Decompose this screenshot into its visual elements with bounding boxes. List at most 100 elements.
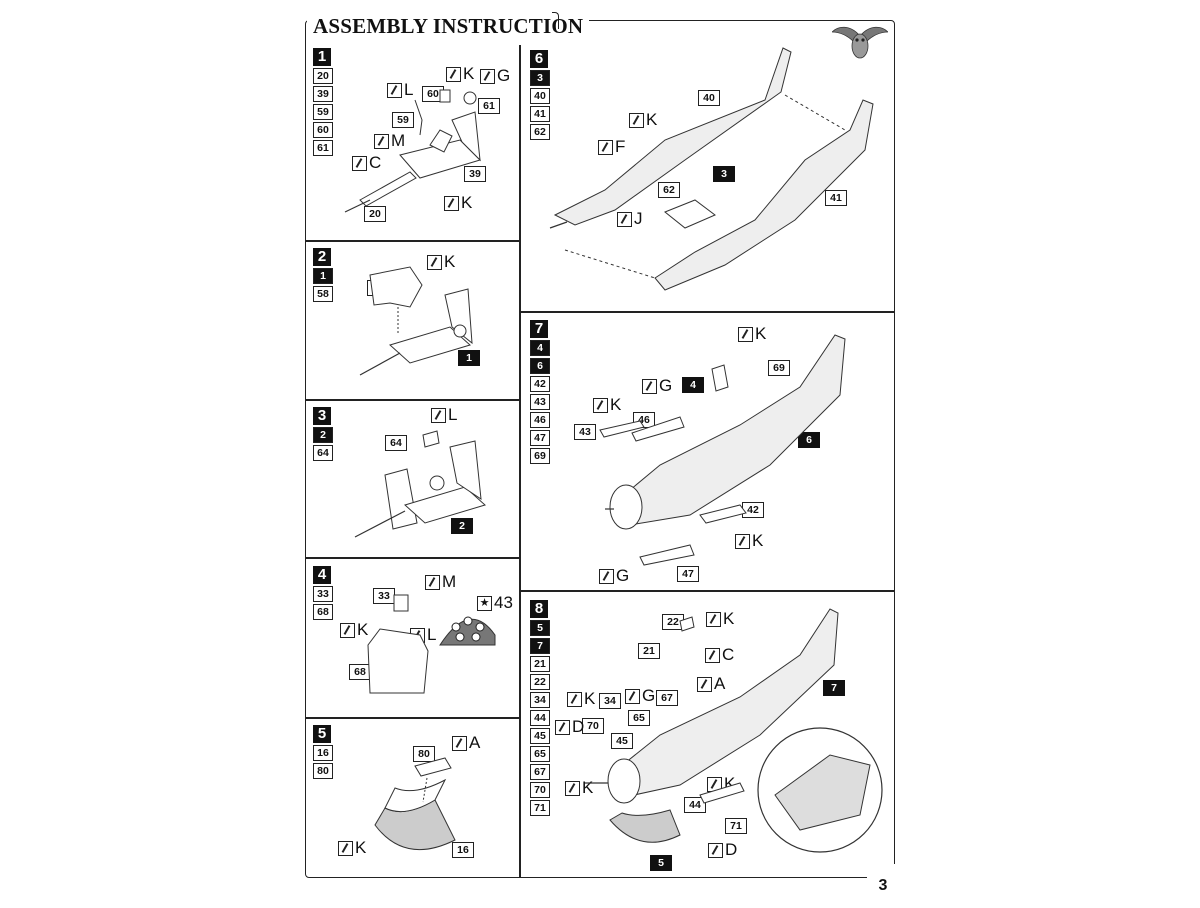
part-number-callout: 43 xyxy=(574,424,596,440)
part-number-callout: 59 xyxy=(392,112,414,128)
part-number-callout: 4 xyxy=(682,377,704,393)
owl-logo xyxy=(832,26,888,59)
step-1-ref: 61 xyxy=(313,140,333,156)
step-3-number: 3 xyxy=(313,407,331,425)
paint-callout: K xyxy=(427,252,455,272)
step-3-column: 3 2 64 xyxy=(313,407,333,461)
part-number-callout: 62 xyxy=(658,182,680,198)
step-4-ref: 68 xyxy=(313,604,333,620)
paint-callout: G xyxy=(599,566,629,586)
step-8-ref: 65 xyxy=(530,746,550,762)
step-3-ref: 64 xyxy=(313,445,333,461)
paint-code: J xyxy=(634,209,643,228)
brush-icon xyxy=(625,688,640,704)
step-4-number: 4 xyxy=(313,566,331,584)
step-2-ref: 1 xyxy=(313,268,333,284)
step-7-ref: 4 xyxy=(530,340,550,356)
step-7-ref: 69 xyxy=(530,448,550,464)
step-1-ref: 20 xyxy=(313,68,333,84)
part-number-callout: 41 xyxy=(825,190,847,206)
paint-code: K xyxy=(582,778,594,797)
part-number-callout: 7 xyxy=(823,680,845,696)
step-8-ref: 71 xyxy=(530,800,550,816)
brush-icon xyxy=(697,676,712,692)
step-1-drawing xyxy=(340,60,515,220)
part-number-callout: 1 xyxy=(458,350,480,366)
paint-code: K xyxy=(463,64,475,83)
decal-number: 43 xyxy=(494,593,513,612)
paint-callout: G xyxy=(642,376,672,396)
paint-callout: A xyxy=(452,733,480,753)
part-number-callout: 6 xyxy=(798,432,820,448)
part-number-callout: 40 xyxy=(698,90,720,106)
paint-code: C xyxy=(722,645,735,664)
step-4-column: 4 33 68 xyxy=(313,566,333,620)
paint-code: K xyxy=(461,193,473,212)
paint-code: L xyxy=(427,625,437,644)
step-1-ref: 60 xyxy=(313,122,333,138)
step-8-ref: 45 xyxy=(530,728,550,744)
step-3-ref: 2 xyxy=(313,427,333,443)
paint-code: C xyxy=(369,153,382,172)
step-7-ref: 47 xyxy=(530,430,550,446)
step-2-ref: 58 xyxy=(313,286,333,302)
brush-icon xyxy=(567,691,582,707)
paint-code: G xyxy=(642,686,656,705)
step-7-ref: 43 xyxy=(530,394,550,410)
column-divider xyxy=(519,45,521,877)
paint-callout: L xyxy=(431,405,457,425)
step-8-ref: 22 xyxy=(530,674,550,690)
paint-code: K xyxy=(723,609,735,628)
paint-code: K xyxy=(357,620,369,639)
part-number-callout: 64 xyxy=(385,435,407,451)
paint-code: M xyxy=(391,131,406,150)
brush-icon xyxy=(593,397,608,413)
step-8-ref: 34 xyxy=(530,692,550,708)
paint-callout: M xyxy=(425,572,456,592)
paint-code: D xyxy=(725,840,738,859)
brush-icon xyxy=(565,780,580,796)
paint-code: G xyxy=(616,566,630,585)
part-number-callout: 70 xyxy=(582,718,604,734)
part-number-callout: 67 xyxy=(656,690,678,706)
paint-callout: J xyxy=(617,209,643,229)
paint-callout: L xyxy=(387,80,413,100)
paint-callout: G xyxy=(480,66,510,86)
step-1-ref: 39 xyxy=(313,86,333,102)
paint-code: L xyxy=(448,405,458,424)
step-6-ref: 41 xyxy=(530,106,550,122)
part-number-callout: 5 xyxy=(650,855,672,871)
step-8-number: 8 xyxy=(530,600,548,618)
paint-callout: D xyxy=(708,840,737,860)
step-4-drawing xyxy=(360,585,515,705)
step-4-ref: 33 xyxy=(313,586,333,602)
paint-code: L xyxy=(404,80,414,99)
part-number-callout: 61 xyxy=(478,98,500,114)
brush-icon xyxy=(444,195,459,211)
step-6-ref: 62 xyxy=(530,124,550,140)
part-number-callout: 71 xyxy=(725,818,747,834)
step-2-drawing xyxy=(350,265,510,385)
paint-code: K xyxy=(584,689,596,708)
step-5-drawing xyxy=(365,740,515,865)
part-number-callout: 16 xyxy=(452,842,474,858)
divider-2-3 xyxy=(306,399,520,401)
paint-code: A xyxy=(714,674,726,693)
paint-callout: K xyxy=(593,395,621,415)
step-1-ref: 59 xyxy=(313,104,333,120)
brush-icon xyxy=(642,378,657,394)
step-5-ref: 80 xyxy=(313,763,333,779)
step-7-number: 7 xyxy=(530,320,548,338)
paint-code: K xyxy=(444,252,456,271)
step-8-drawing xyxy=(580,605,885,855)
paint-callout: D xyxy=(555,717,584,737)
brush-icon xyxy=(387,82,402,98)
paint-code: K xyxy=(355,838,367,857)
brush-icon xyxy=(374,133,389,149)
brush-icon xyxy=(452,735,467,751)
paint-callout: F xyxy=(598,137,625,157)
brush-icon xyxy=(352,155,367,171)
